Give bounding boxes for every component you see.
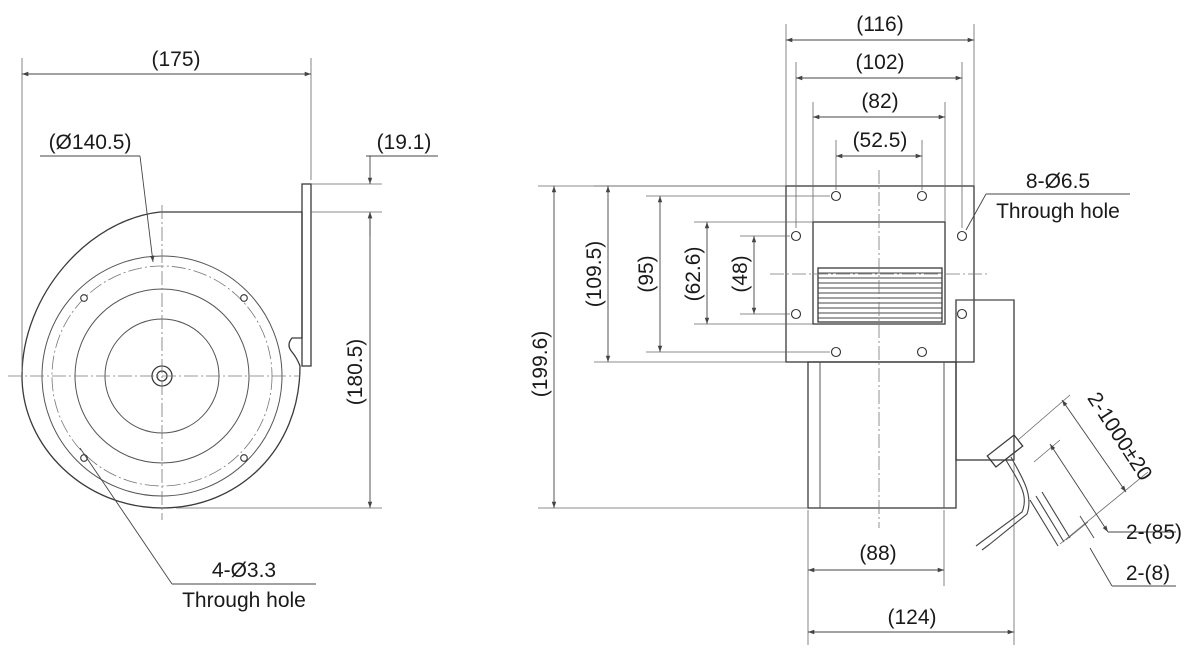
front-hole — [916, 190, 928, 202]
motor-body — [807, 361, 957, 509]
side-view: (175) (Ø140.5) (19.1) (180.5) 4-Ø3.3 Thr… — [8, 48, 438, 612]
wheel-blades — [817, 267, 943, 323]
front-height-48-label: (48) — [729, 255, 752, 292]
front-view: (116) (102) (82) (52.5) (199.6) (109.5) … — [529, 13, 1182, 645]
front-total-height-label: (199.6) — [529, 331, 552, 398]
front-holes-qty-label: 8-Ø6.5 — [1026, 170, 1090, 193]
front-height-109-label: (109.5) — [583, 241, 606, 308]
front-hole — [790, 230, 802, 242]
side-hole — [240, 454, 248, 462]
side-hole — [240, 294, 248, 302]
front-width-102-label: (102) — [855, 51, 904, 74]
front-hole — [790, 308, 802, 320]
strip-end-label: 2-(8) — [1126, 562, 1170, 585]
front-hole — [916, 346, 928, 358]
scroll-housing — [21, 211, 303, 509]
front-width-82-label: (82) — [861, 90, 898, 113]
lead-length-label: 2-1000±20 — [1082, 388, 1156, 485]
front-width-52-label: (52.5) — [853, 129, 908, 152]
side-overall-width-label: (175) — [151, 48, 200, 71]
front-height-62-label: (62.6) — [682, 247, 705, 302]
front-hole — [956, 230, 968, 242]
front-overall-width-label: (124) — [887, 606, 936, 629]
strip-length-label: 2-(85) — [1126, 521, 1182, 544]
front-height-95-label: (95) — [635, 255, 658, 292]
side-hole — [80, 294, 88, 302]
front-hole — [830, 346, 842, 358]
side-holes-qty-label: 4-Ø3.3 — [212, 559, 276, 582]
side-wheel-diameter-label: (Ø140.5) — [49, 131, 132, 154]
front-outer-width-label: (116) — [856, 13, 903, 36]
front-holes-type-label: Through hole — [996, 200, 1120, 223]
front-motor-width-label: (88) — [859, 542, 896, 565]
side-flange-thickness-label: (19.1) — [377, 131, 432, 154]
front-hole — [956, 308, 968, 320]
mounting-flange — [301, 183, 312, 367]
side-height-label: (180.5) — [344, 339, 367, 406]
side-holes-type-label: Through hole — [182, 589, 306, 612]
front-hole — [830, 190, 842, 202]
terminal-box — [955, 299, 1015, 461]
